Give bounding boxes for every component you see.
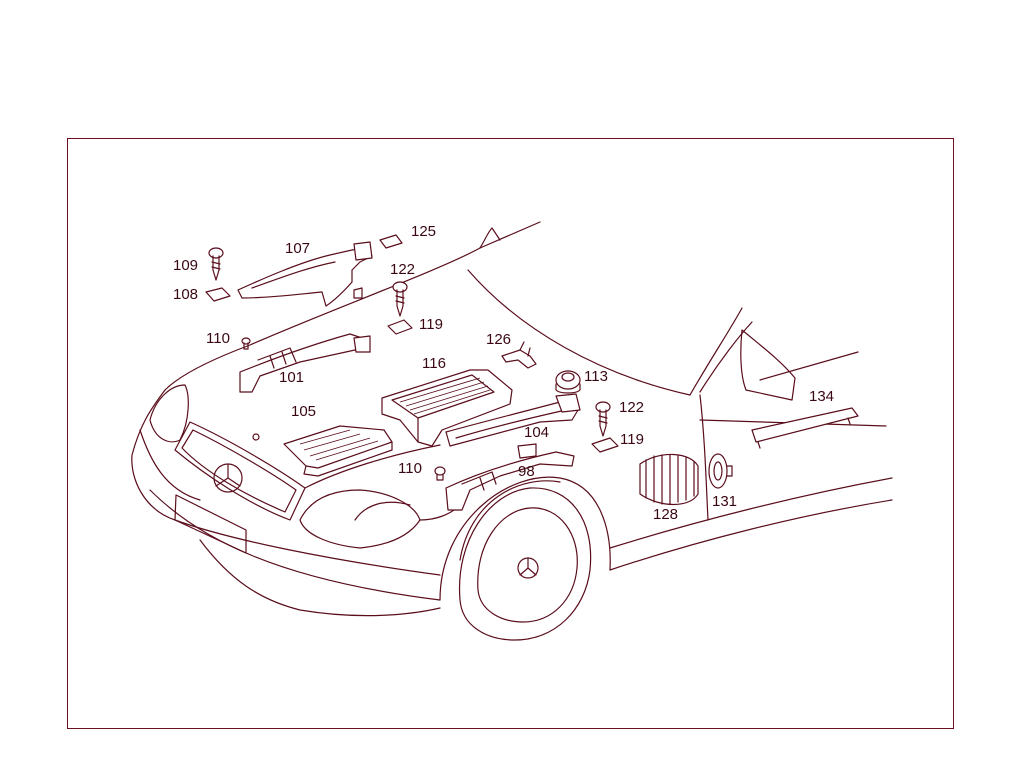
- part-122b-screw: [595, 401, 611, 437]
- car-body: [131, 221, 893, 617]
- part-119a-clip: [387, 319, 413, 335]
- part-113-cap: [555, 370, 581, 394]
- callout-110: 110: [206, 330, 230, 347]
- callout-134: 134: [809, 388, 835, 405]
- callout-104: 104: [524, 424, 550, 441]
- callout-119-lower: 119: [620, 431, 644, 448]
- part-116-cover: [381, 369, 513, 447]
- callout-109: 109: [173, 257, 199, 274]
- diagram-frame: [67, 138, 954, 729]
- part-126-bracket: [501, 341, 537, 369]
- callout-116: 116: [422, 355, 446, 372]
- callout-110-lower: 110: [398, 460, 422, 477]
- part-122a-screw: [392, 281, 408, 317]
- callout-98: 98: [518, 463, 535, 480]
- part-108-clip: [205, 287, 231, 302]
- callout-125: 125: [411, 223, 437, 240]
- part-105-plate: [283, 425, 393, 477]
- callout-113: 113: [584, 368, 608, 385]
- part-104-duct: [445, 393, 581, 447]
- part-134-trim: [751, 407, 859, 449]
- part-109-screw: [208, 247, 224, 281]
- callout-105: 105: [291, 403, 317, 420]
- callout-122-lower: 122: [619, 399, 645, 416]
- part-98-duct: [445, 443, 575, 511]
- part-107-duct: [237, 241, 373, 307]
- callout-101: 101: [279, 369, 305, 386]
- part-101-duct: [239, 333, 371, 393]
- part-131-grommet: [708, 453, 733, 489]
- callout-131: 131: [712, 493, 738, 510]
- part-128-bellows: [639, 453, 699, 505]
- callout-119: 119: [419, 316, 443, 333]
- callout-126: 126: [486, 331, 512, 348]
- part-125-clip: [379, 234, 403, 249]
- part-110a-plug: [241, 337, 251, 350]
- part-119b-clip: [591, 437, 619, 453]
- callout-122: 122: [390, 261, 416, 278]
- part-110b-plug: [434, 466, 446, 481]
- front-wheel: [458, 487, 592, 641]
- callout-107: 107: [285, 240, 311, 257]
- callout-108: 108: [173, 286, 199, 303]
- callout-128: 128: [653, 506, 679, 523]
